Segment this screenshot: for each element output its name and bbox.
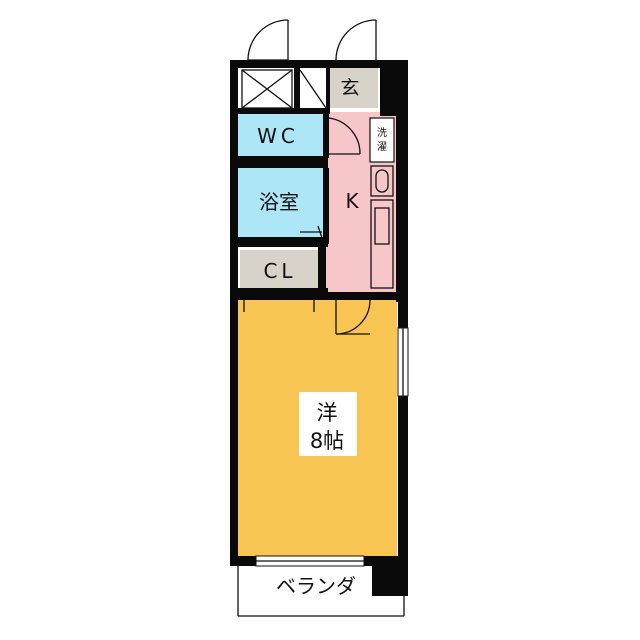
western-room-size: 8帖 bbox=[310, 429, 344, 453]
wc-label: WC bbox=[257, 124, 299, 148]
bath-room bbox=[237, 168, 325, 237]
fridge-sink-icon bbox=[370, 165, 394, 289]
top-door-left-icon bbox=[247, 19, 289, 61]
balcony-label: ベランダ bbox=[276, 574, 356, 598]
wc-room bbox=[237, 114, 325, 156]
closet-label: CL bbox=[263, 259, 296, 283]
laundry-area bbox=[369, 117, 395, 163]
side-window-icon bbox=[397, 327, 409, 397]
closet-rod-icon bbox=[243, 300, 315, 312]
entrance-label: 玄 bbox=[340, 77, 359, 99]
entrance-step-icon bbox=[299, 69, 327, 109]
shoe-cabinet-icon bbox=[241, 69, 293, 109]
balcony-window-icon bbox=[255, 555, 365, 567]
wc-door-icon bbox=[328, 117, 361, 155]
closet-area bbox=[240, 250, 318, 289]
bath-label: 浴室 bbox=[259, 190, 299, 214]
bath-door-icon bbox=[300, 225, 323, 239]
laundry-label-1: 洗 bbox=[377, 127, 387, 139]
top-door-right-icon bbox=[335, 19, 377, 61]
room-door-icon bbox=[335, 299, 371, 335]
laundry-label-2: 濯 bbox=[377, 141, 387, 153]
balcony-outline bbox=[237, 566, 405, 617]
entrance-area bbox=[330, 68, 378, 108]
western-room-label: 洋 bbox=[317, 401, 338, 425]
kitchen-label: K bbox=[345, 189, 359, 213]
